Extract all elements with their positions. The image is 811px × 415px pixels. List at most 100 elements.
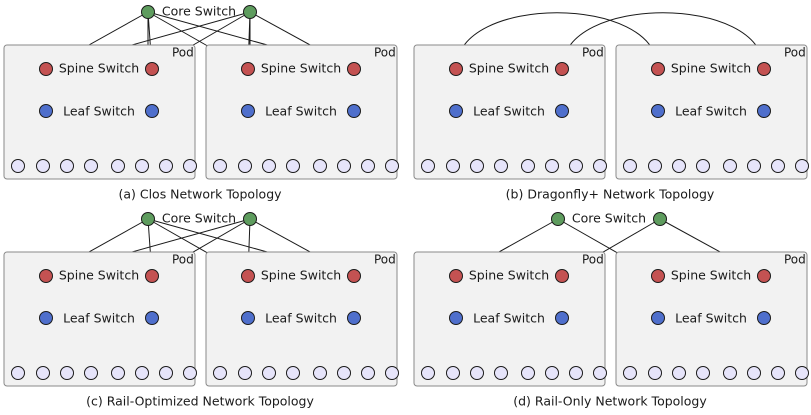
pod-box xyxy=(413,251,606,387)
pod-label: Pod xyxy=(784,46,806,60)
host-node xyxy=(696,366,710,380)
host-node xyxy=(183,366,197,380)
host-node xyxy=(84,159,98,173)
host-node xyxy=(723,159,737,173)
leaf-switch-node xyxy=(555,311,569,325)
pod-label: Pod xyxy=(172,253,194,267)
host-node xyxy=(771,366,785,380)
spine-switch-label: Spine Switch xyxy=(261,61,341,76)
core-switch-node xyxy=(243,5,257,19)
leaf-switch-label: Leaf Switch xyxy=(63,104,135,119)
pod-box xyxy=(413,44,606,180)
leaf-switch-node xyxy=(449,311,463,325)
leaf-switch-node xyxy=(651,311,665,325)
host-node xyxy=(421,366,435,380)
pod-label: Pod xyxy=(582,46,604,60)
spine-switch-node xyxy=(39,62,53,76)
pod-box xyxy=(615,44,808,180)
spine-switch-label: Spine Switch xyxy=(469,268,549,283)
leaf-switch-label: Leaf Switch xyxy=(265,311,337,326)
host-node xyxy=(747,159,761,173)
core-switch-label: Core Switch xyxy=(162,211,236,226)
host-node xyxy=(648,159,662,173)
host-node xyxy=(361,159,375,173)
host-node xyxy=(385,366,399,380)
host-node xyxy=(238,366,252,380)
nodes-layer xyxy=(11,5,809,380)
leaf-switch-node xyxy=(145,311,159,325)
spine-switch-node xyxy=(651,62,665,76)
leaf-switch-node xyxy=(651,104,665,118)
spine-switch-node xyxy=(555,62,569,76)
spine-switch-node xyxy=(145,269,159,283)
global-link-edge xyxy=(455,12,659,70)
pod-box xyxy=(3,251,196,387)
host-node xyxy=(494,366,508,380)
spine-switch-node xyxy=(757,269,771,283)
pod-box xyxy=(205,251,398,387)
host-node xyxy=(385,159,399,173)
leaf-switch-label: Leaf Switch xyxy=(63,311,135,326)
pod-label: Pod xyxy=(172,46,194,60)
leaf-switch-node xyxy=(241,311,255,325)
leaf-switch-node xyxy=(347,104,361,118)
host-node xyxy=(262,159,276,173)
host-node xyxy=(111,159,125,173)
pods-layer xyxy=(3,44,808,387)
host-node xyxy=(213,159,227,173)
host-node xyxy=(545,159,559,173)
spine-switch-node xyxy=(39,269,53,283)
spine-switch-label: Spine Switch xyxy=(671,61,751,76)
host-node xyxy=(135,159,149,173)
leaf-switch-node xyxy=(757,104,771,118)
spine-switch-node xyxy=(241,269,255,283)
leaf-switch-node xyxy=(39,311,53,325)
host-node xyxy=(11,159,25,173)
spine-switch-node xyxy=(145,62,159,76)
pod-label: Pod xyxy=(374,253,396,267)
host-node xyxy=(135,366,149,380)
host-node xyxy=(723,366,737,380)
host-node xyxy=(159,159,173,173)
host-node xyxy=(569,159,583,173)
pod-label: Pod xyxy=(784,253,806,267)
host-node xyxy=(337,159,351,173)
spine-switch-node xyxy=(651,269,665,283)
leaf-switch-label: Leaf Switch xyxy=(675,104,747,119)
core-switch-node xyxy=(141,5,155,19)
leaf-switch-node xyxy=(449,104,463,118)
host-node xyxy=(262,366,276,380)
host-node xyxy=(569,366,583,380)
core-switch-node xyxy=(243,212,257,226)
host-node xyxy=(361,366,375,380)
spine-switch-label: Spine Switch xyxy=(469,61,549,76)
core-switch-node xyxy=(551,212,565,226)
leaf-switch-node xyxy=(757,311,771,325)
host-node xyxy=(672,366,686,380)
host-node xyxy=(470,159,484,173)
pod-label: Pod xyxy=(374,46,396,60)
host-node xyxy=(11,366,25,380)
host-node xyxy=(648,366,662,380)
spine-switch-node xyxy=(347,269,361,283)
spine-switch-node xyxy=(449,62,463,76)
spine-switch-label: Spine Switch xyxy=(59,268,139,283)
host-node xyxy=(286,366,300,380)
leaf-switch-label: Leaf Switch xyxy=(473,311,545,326)
host-node xyxy=(623,366,637,380)
host-node xyxy=(36,159,50,173)
pod-box xyxy=(3,44,196,180)
host-node xyxy=(60,159,74,173)
spine-switch-label: Spine Switch xyxy=(261,268,341,283)
host-node xyxy=(238,159,252,173)
caption-rail-only: (d) Rail-Only Network Topology xyxy=(513,394,707,409)
host-node xyxy=(159,366,173,380)
spine-switch-label: Spine Switch xyxy=(59,61,139,76)
host-node xyxy=(213,366,227,380)
leaf-switch-label: Leaf Switch xyxy=(473,104,545,119)
pod-label: Pod xyxy=(582,253,604,267)
leaf-switch-label: Leaf Switch xyxy=(265,104,337,119)
host-node xyxy=(795,366,809,380)
host-node xyxy=(313,159,327,173)
